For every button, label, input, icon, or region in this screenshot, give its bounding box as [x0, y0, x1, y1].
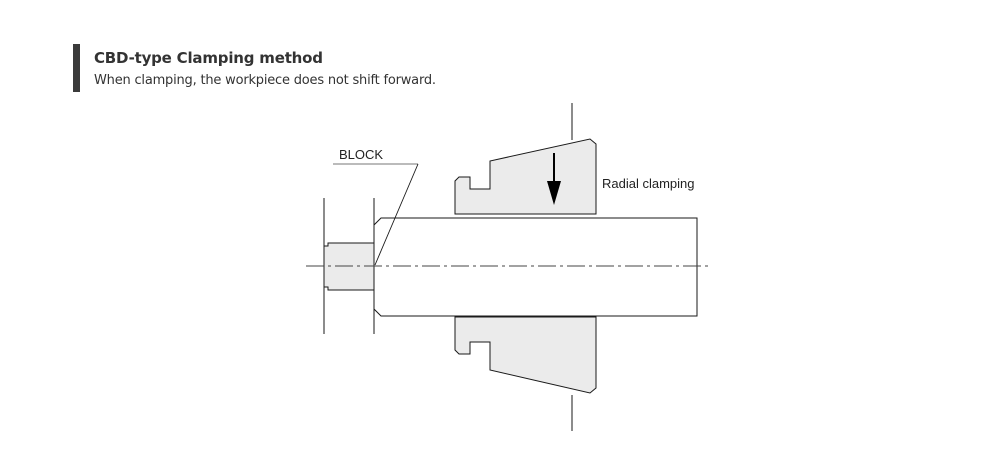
section-title: CBD-type Clamping method: [94, 49, 323, 67]
radial-clamping-label: Radial clamping: [602, 176, 695, 191]
lower-jaw: [454, 316, 597, 394]
section-subtitle: When clamping, the workpiece does not sh…: [94, 73, 436, 88]
clamping-arrow-icon: [547, 181, 561, 205]
block-leader-line: [374, 163, 419, 266]
header-accent-bar: [73, 44, 80, 92]
workpiece-shaft: [373, 217, 698, 317]
upper-jaw: [454, 138, 597, 215]
block-piece: [323, 242, 375, 291]
block-label: BLOCK: [339, 147, 383, 162]
